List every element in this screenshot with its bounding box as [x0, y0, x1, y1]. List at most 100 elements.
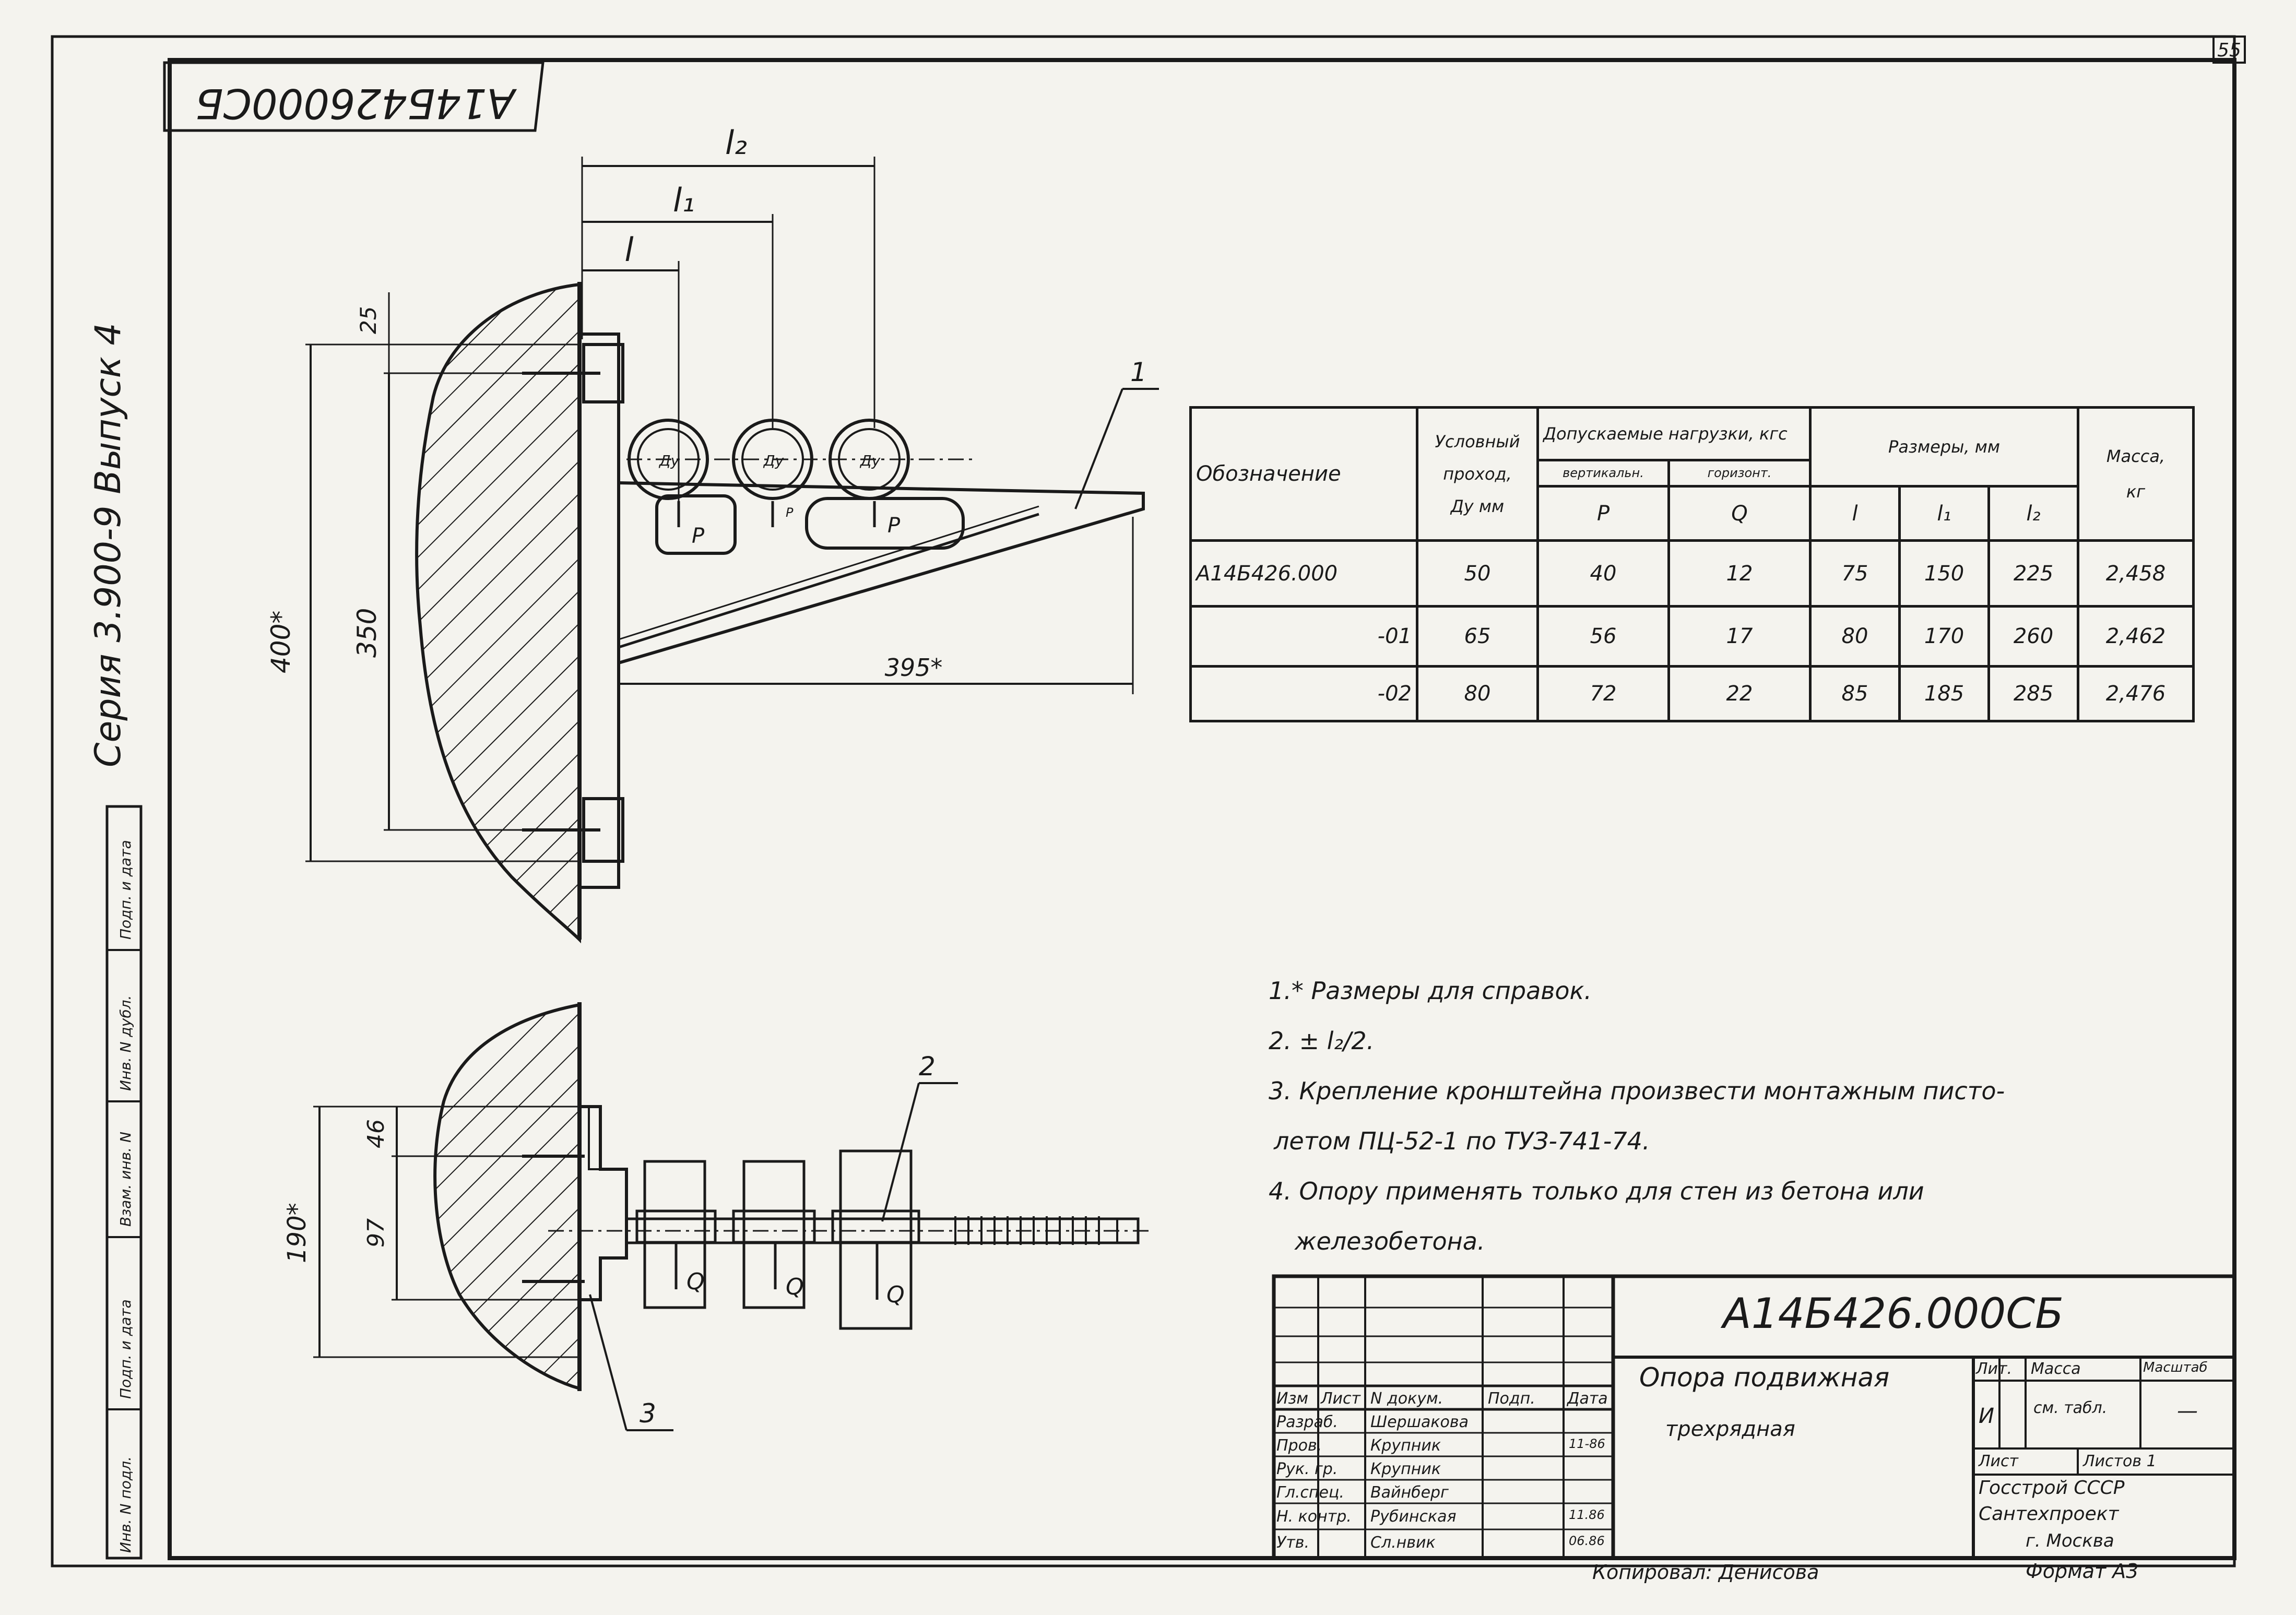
sheet-number: 55 [2217, 40, 2241, 61]
tb-col-podp: Подп. [1488, 1390, 1535, 1408]
tb-name-6: Сл.нвик [1370, 1534, 1436, 1552]
th-sizes: Размеры, мм [1809, 406, 2079, 488]
bottom-view: Q Q Q 190* 46 97 2 3 [282, 1002, 1149, 1431]
cell-l2: 225 [1987, 539, 2079, 608]
bracket-plan [579, 1105, 628, 1301]
table-row: -01 65 56 17 80 170 260 2,462 [1189, 605, 2195, 668]
note-3: 3. Крепление кронштейна произвести монта… [1269, 1077, 2005, 1105]
dim-190: 190* [282, 1203, 312, 1263]
cell-designation: А14Б426.000 [1189, 539, 1418, 608]
tb-org-1: Госстрой СССР [1979, 1477, 2125, 1499]
cell-l: 85 [1809, 665, 1901, 722]
tb-col-izm: Изм [1276, 1390, 1309, 1408]
th-l: l [1809, 484, 1901, 542]
tb-mass-value: см. табл. [2033, 1399, 2108, 1417]
stamp-cell-5: Подп. и дата [117, 840, 134, 940]
pipe-plan-1 [643, 1160, 706, 1309]
pipe-label-2: Ду [763, 452, 784, 469]
th-l2: l₂ [1987, 484, 2079, 542]
title-block-grid [1272, 1274, 2236, 1560]
load-p-1: P [692, 524, 705, 548]
note-4: 4. Опору применять только для стен из бе… [1269, 1177, 1924, 1205]
tb-date-2: 11-86 [1569, 1436, 1605, 1451]
th-nominal-1: Условный [1435, 432, 1520, 452]
cell-l1: 185 [1898, 665, 1990, 722]
title-line-1: Опора подвижная [1639, 1362, 1890, 1393]
tb-sheets-label: Листов 1 [2083, 1452, 2157, 1470]
dim-l: l [624, 231, 633, 269]
pipe-clamp-1 [628, 419, 737, 555]
dim-l1: l₁ [673, 181, 695, 219]
sheet-number-box [2212, 35, 2246, 64]
tb-name-5: Рубинская [1370, 1507, 1457, 1526]
load-q-3: Q [886, 1281, 905, 1308]
tb-name-4: Вайнберг [1370, 1483, 1449, 1502]
note-2: 2. ± l₂/2. [1269, 1027, 1375, 1055]
tb-scale-header: Масштаб [2143, 1360, 2208, 1375]
back-plate [578, 332, 620, 889]
tb-sheet-label: Лист [1979, 1452, 2019, 1470]
cell-p: 56 [1536, 605, 1670, 668]
cell-dn: 80 [1416, 665, 1539, 722]
callout-3: 3 [640, 1398, 656, 1429]
load-p-3: P [887, 514, 901, 538]
cell-mass: 2,462 [2077, 605, 2195, 668]
tb-date-6: 06.86 [1569, 1534, 1605, 1548]
cell-designation: -01 [1189, 605, 1418, 668]
dim-25: 25 [356, 306, 381, 334]
tb-name-3: Крупник [1370, 1460, 1441, 1478]
note-1: 1.* Размеры для справок. [1269, 977, 1592, 1005]
pipe-plan-3 [839, 1149, 913, 1330]
stamp-cell-2: Подп. и дата [117, 1299, 134, 1399]
tb-name-2: Крупник [1370, 1436, 1441, 1455]
note-3-cont: летом ПЦ-52-1 по ТУЗ-741-74. [1274, 1127, 1650, 1155]
title-line-2: трехрядная [1665, 1417, 1795, 1441]
code-top: А14Б426000СБ [195, 79, 517, 126]
notes: 1.* Размеры для справок. 2. ± l₂/2. 3. К… [1269, 966, 2203, 1266]
th-horizontal: горизонт. [1667, 458, 1812, 488]
load-q-1: Q [687, 1268, 705, 1295]
tb-role-4: Гл.спец. [1276, 1483, 1344, 1502]
bracket-arm [617, 481, 1145, 666]
top-view: Ду Ду Ду P P P l₂ l₁ l 400* 350 25 [266, 124, 1159, 944]
th-nominal-3: Ду мм [1450, 496, 1505, 517]
pipe-clamp-3 [805, 419, 965, 550]
tb-name-1: Шершакова [1370, 1413, 1469, 1431]
doc-code: А14Б426.000СБ [1723, 1289, 2064, 1338]
tb-lit-value: И [1979, 1404, 1994, 1428]
pipe-label-1: Ду [658, 452, 680, 469]
th-mass: Масса, кг [2077, 406, 2195, 542]
cell-l: 80 [1809, 605, 1901, 668]
tb-col-data: Дата [1567, 1390, 1608, 1408]
tb-org-2: Сантехпроект [1979, 1503, 2119, 1525]
load-p-2: P [786, 505, 794, 520]
cell-q: 22 [1667, 665, 1812, 722]
th-p: P [1536, 484, 1670, 542]
cell-dn: 65 [1416, 605, 1539, 668]
tb-scale-value: — [2177, 1399, 2198, 1423]
side-stamp: Подп. и дата Инв. N дубл. Взам. инв. N П… [105, 805, 143, 1560]
tb-role-1: Разраб. [1276, 1413, 1338, 1431]
th-vertical: вертикальн. [1536, 458, 1670, 488]
th-mass-2: кг [2126, 482, 2146, 502]
tb-org-3: г. Москва [2026, 1530, 2114, 1551]
pipe-label-3: Ду [859, 452, 881, 469]
th-mass-1: Масса, [2106, 446, 2165, 467]
dim-46: 46 [363, 1119, 389, 1148]
load-q-2: Q [786, 1274, 804, 1300]
cell-l1: 150 [1898, 539, 1990, 608]
tb-col-ndoc: N докум. [1370, 1390, 1443, 1408]
cell-mass: 2,458 [2077, 539, 2195, 608]
dim-350: 350 [352, 608, 382, 658]
cell-l: 75 [1809, 539, 1901, 608]
cell-q: 12 [1667, 539, 1812, 608]
series-label: Серия 3.900-9 Выпуск 4 [88, 323, 129, 767]
spec-table: Обозначение Условный проход, Ду мм Допус… [1189, 406, 2195, 722]
cell-p: 40 [1536, 539, 1670, 608]
copied-by: Копировал: Денисова [1592, 1561, 1819, 1584]
dim-395: 395* [885, 654, 943, 682]
wall-section-top [415, 282, 581, 944]
wall-section-bottom [433, 1003, 581, 1391]
th-loads: Допускаемые нагрузки, кгс [1536, 406, 1812, 461]
stamp-cell-4: Инв. N дубл. [117, 995, 134, 1091]
